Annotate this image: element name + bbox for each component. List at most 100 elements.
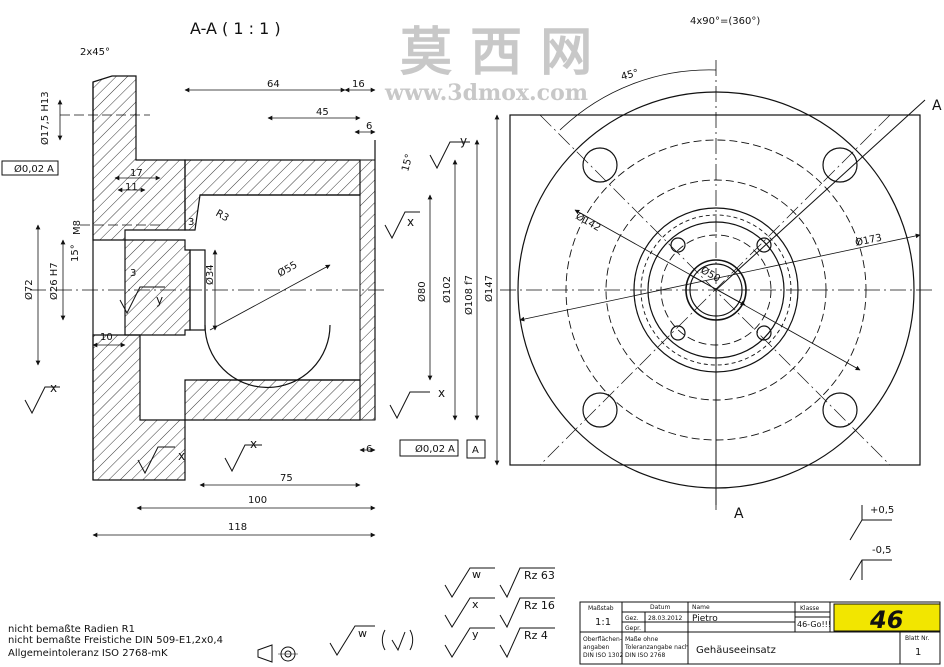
section-view: A-A ( 1 : 1 ): [24, 19, 500, 538]
dim-16: 16: [352, 79, 365, 90]
surface-x-5: x: [250, 437, 257, 451]
tol-runout-right-ref: A: [448, 444, 455, 455]
bolt-hole-br: [822, 392, 858, 428]
tb-sheet-label: Blatt Nr.: [905, 635, 929, 642]
watermark-cn: 莫 西 网: [400, 22, 592, 83]
dim-10: 10: [100, 332, 113, 343]
dim-75: 75: [280, 473, 293, 484]
dim-d26: Ø26 H7: [48, 262, 60, 300]
dim-d102: Ø102: [441, 276, 453, 303]
roughness-table: [329, 567, 555, 659]
dim-11: 11: [125, 182, 138, 193]
tb-checked-label: Gepr.: [625, 625, 641, 632]
tb-surface-1: Oberflächen-: [583, 636, 622, 643]
tol-frame-right: [399, 439, 459, 457]
note-3: Allgemeintoleranz ISO 2768-mK: [8, 648, 168, 659]
dim-d173: Ø173: [854, 232, 883, 249]
rough-val-y: Rz 4: [524, 629, 548, 642]
tb-sheet: 1: [915, 647, 921, 658]
tb-dims-1: Maße ohne: [625, 636, 659, 643]
rough-sym-x: x: [472, 598, 479, 611]
tb-name: Pietro: [692, 614, 718, 624]
tb-dims-2: Toleranzangabe nach: [624, 644, 689, 651]
rough-val-w: Rz 63: [524, 569, 555, 582]
section-title: A-A ( 1 : 1 ): [190, 19, 281, 38]
front-dimension-labels: 4x90°=(360°) 45° Ø142 Ø173 Ø50 A A: [574, 16, 943, 522]
tolerance-symbols: [849, 505, 892, 581]
datum-box: [466, 439, 486, 459]
dim-3b: 3: [188, 217, 194, 228]
section-marker-top: A: [932, 98, 942, 114]
tb-scale: 1:1: [595, 617, 611, 628]
dim-d72: Ø72: [23, 279, 35, 300]
dim-holes: 4x90°=(360°): [690, 16, 760, 27]
projection-symbol: [257, 644, 298, 663]
surface-x-3: x: [438, 386, 445, 400]
logo-46: 46: [833, 603, 941, 634]
dim-angle15-left: 15°: [70, 244, 81, 262]
tolerance-plus: +0,5: [870, 505, 894, 516]
dim-d34: Ø34: [204, 264, 216, 285]
watermark-url: www.3dmox.com: [384, 80, 588, 106]
tol-frame-left: [1, 160, 59, 176]
tb-date-label: Datum: [650, 604, 670, 611]
bolt-hole-tr: [822, 147, 858, 183]
tol-runout-left-ref: A: [47, 164, 54, 175]
dim-100: 100: [248, 495, 267, 506]
dim-64: 64: [267, 79, 280, 90]
rough-val-x: Rz 16: [524, 599, 555, 612]
tb-date: 28.03.2012: [648, 615, 683, 622]
tb-class: 46-Go!!!: [797, 620, 831, 629]
tb-drawn-label: Gez.: [625, 615, 638, 622]
dim-m8: M8: [72, 220, 83, 235]
dim-angle15-right: 15°: [400, 153, 415, 173]
tb-surface-2: angaben: [583, 644, 609, 651]
tol-runout-left: Ø0,02: [14, 163, 44, 175]
dim-chamfer: 2x45°: [80, 47, 110, 58]
dim-6b: 6: [366, 444, 372, 455]
title-block-text: Maßstab 1:1 Datum Name Klasse Gez. Gepr.…: [583, 604, 929, 659]
dim-d108: Ø108 f7: [463, 275, 475, 315]
front-view: [500, 60, 935, 510]
surface-y-2: y: [156, 293, 163, 307]
dim-d55: Ø55: [276, 259, 300, 280]
rough-sym-y: y: [472, 628, 479, 641]
tb-title: Gehäuseeinsatz: [696, 645, 776, 656]
rough-sym-w: w: [472, 568, 481, 581]
dim-d147: Ø147: [483, 275, 495, 302]
tb-name-label: Name: [692, 604, 710, 611]
watermark: 莫 西 网 www.3dmox.com: [384, 22, 592, 106]
roughness-labels: w Rz 63 x Rz 16 y Rz 4 w: [358, 568, 555, 642]
body-wall-bottom: [184, 379, 361, 421]
tb-scale-label: Maßstab: [588, 605, 614, 612]
rough-general-w: w: [358, 627, 367, 640]
tb-surface-3: DIN ISO 1302: [583, 652, 623, 659]
dim-17: 17: [130, 168, 143, 179]
surface-x-2: x: [50, 381, 57, 395]
dim-118: 118: [228, 522, 247, 533]
note-2: nicht bemaßte Freistiche DIN 509-E1,2x0,…: [8, 635, 223, 646]
general-notes: nicht bemaßte Radien R1 nicht bemaßte Fr…: [8, 624, 223, 659]
dim-angle45: 45°: [620, 68, 640, 83]
dim-6a: 6: [366, 121, 372, 132]
section-marker-bottom: A: [734, 506, 744, 522]
dim-3a: 3: [130, 268, 136, 279]
dim-r3: R3: [214, 208, 231, 224]
note-1: nicht bemaßte Radien R1: [8, 624, 135, 635]
bolt-hole-bl: [582, 392, 618, 428]
surface-x-4: x: [178, 449, 185, 463]
bolt-hole-tl: [582, 147, 618, 183]
datum-label: A: [472, 445, 479, 456]
tb-class-label: Klasse: [800, 605, 820, 612]
dim-45: 45: [316, 107, 329, 118]
dim-d80: Ø80: [416, 281, 428, 302]
tolerance-minus: -0,5: [872, 545, 892, 556]
tb-dims-3: DIN ISO 2768: [625, 652, 665, 659]
tol-runout-right: Ø0,02: [415, 443, 445, 455]
surface-y-1: y: [460, 134, 467, 148]
surface-x-1: x: [407, 215, 414, 229]
flange-hatched: [92, 75, 186, 241]
dim-d17-5: Ø17,5 H13: [39, 91, 51, 145]
logo-text: 46: [869, 606, 903, 634]
